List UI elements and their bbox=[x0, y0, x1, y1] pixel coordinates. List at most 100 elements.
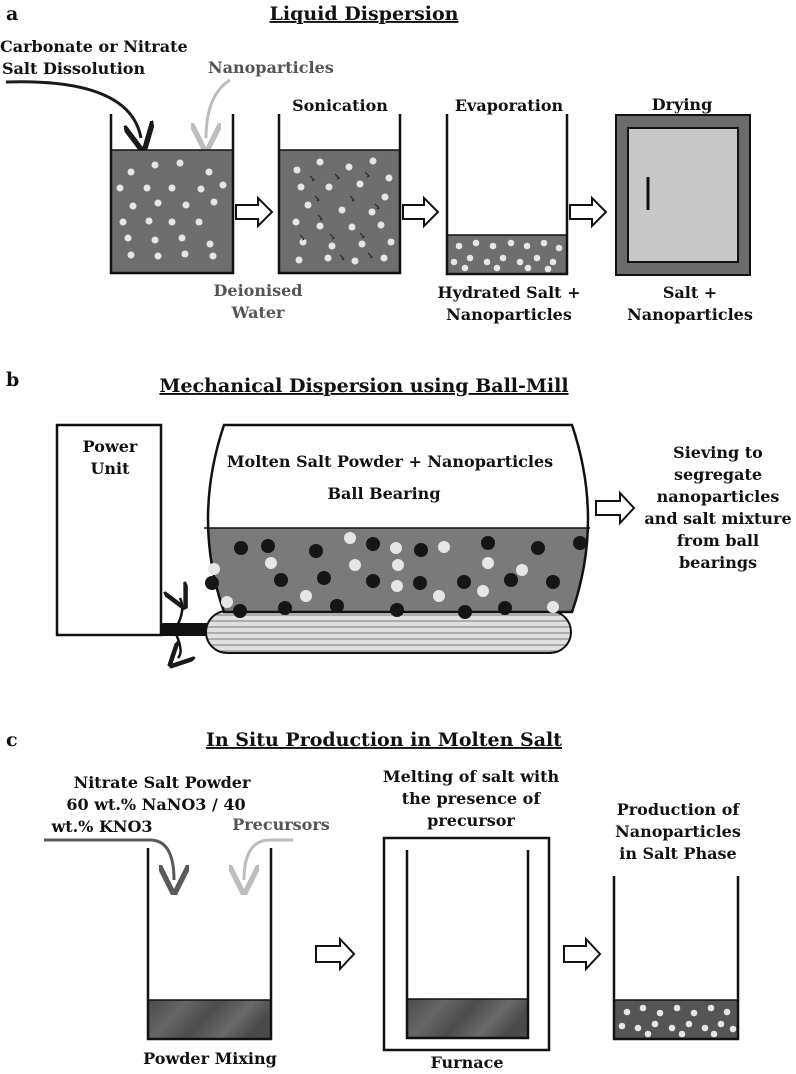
step-sonication-label: Sonication bbox=[292, 96, 388, 115]
vibration-mark bbox=[299, 234, 305, 241]
melting-label-line1: Melting of salt with bbox=[383, 767, 560, 786]
input-salt-label-line1: Carbonate or Nitrate bbox=[0, 37, 188, 56]
nanoparticle bbox=[729, 1025, 737, 1033]
vibration-mark bbox=[309, 175, 315, 182]
ball-bearing bbox=[234, 541, 248, 555]
nanoparticle bbox=[124, 234, 132, 242]
nanoparticle bbox=[685, 1020, 693, 1028]
nanoparticle bbox=[549, 258, 557, 266]
nanoparticle bbox=[351, 257, 359, 265]
nanoparticle bbox=[701, 1024, 709, 1032]
vibration-mark bbox=[314, 195, 320, 202]
nanoparticle bbox=[127, 168, 135, 176]
power-unit-box bbox=[55, 423, 163, 637]
mill-roller-base bbox=[205, 610, 572, 654]
panel-a-title: Liquid Dispersion bbox=[270, 3, 459, 25]
process-arrow bbox=[315, 936, 356, 972]
nanoparticle bbox=[338, 206, 346, 214]
ball-bearing bbox=[317, 571, 331, 585]
nanoparticle bbox=[651, 1020, 659, 1028]
nanoparticle bbox=[533, 254, 541, 262]
panel-b: b Mechanical Dispersion using Ball-Mill … bbox=[6, 369, 792, 658]
nanoparticle bbox=[710, 1030, 718, 1038]
ball-bearing bbox=[546, 575, 560, 589]
ball-bearing bbox=[414, 543, 428, 557]
nanoparticle bbox=[547, 601, 559, 613]
ball-bearing bbox=[573, 536, 587, 550]
ball-mill-drum bbox=[204, 423, 590, 619]
nanoparticle bbox=[673, 1004, 681, 1012]
nanoparticle bbox=[325, 183, 333, 191]
drive-shaft bbox=[161, 623, 209, 636]
nanoparticle bbox=[129, 202, 137, 210]
sieving-line2: segregate bbox=[674, 465, 762, 484]
input-salt-label-line2: Salt Dissolution bbox=[2, 59, 145, 78]
nanoparticle bbox=[356, 180, 364, 188]
nanoparticle bbox=[299, 238, 307, 246]
nanoparticle bbox=[344, 532, 356, 544]
drum-label-line2: Ball Bearing bbox=[327, 484, 440, 503]
production-label-line3: in Salt Phase bbox=[619, 844, 736, 863]
panel-c-title: In Situ Production in Molten Salt bbox=[206, 729, 562, 751]
melting-label-line2: the presence of bbox=[402, 789, 542, 808]
ball-bearing bbox=[457, 575, 471, 589]
step-drying-label: Drying bbox=[652, 95, 713, 114]
nanoparticle bbox=[387, 238, 395, 246]
nanoparticle bbox=[368, 208, 376, 216]
vibration-mark bbox=[359, 232, 365, 239]
nanoparticle bbox=[119, 218, 127, 226]
sieving-line6: bearings bbox=[679, 553, 757, 572]
nanoparticle bbox=[555, 244, 563, 252]
nanoparticle bbox=[455, 242, 463, 250]
ball-bearing bbox=[330, 599, 344, 613]
nanoparticle bbox=[385, 174, 393, 182]
nanoparticle bbox=[197, 185, 205, 193]
nanoparticle bbox=[678, 1030, 686, 1038]
beaker-evaporation bbox=[445, 114, 569, 276]
nanoparticle bbox=[349, 559, 361, 571]
nanoparticle bbox=[489, 242, 497, 250]
nanoparticle bbox=[151, 161, 159, 169]
process-arrow bbox=[563, 936, 602, 972]
drying-oven bbox=[615, 114, 751, 276]
nanoparticle bbox=[348, 223, 356, 231]
input-salt-label-line2: 60 wt.% NaNO3 / 40 bbox=[66, 795, 245, 814]
nanoparticle bbox=[209, 252, 217, 260]
ball-bearing bbox=[274, 573, 288, 587]
nanoparticle bbox=[300, 590, 312, 602]
panel-c-letter: c bbox=[6, 729, 18, 751]
nanoparticle bbox=[168, 184, 176, 192]
panel-b-letter: b bbox=[6, 369, 19, 391]
precursor-input-arrow bbox=[244, 838, 293, 880]
ball-bearing bbox=[458, 605, 472, 619]
production-label-line1: Production of bbox=[617, 800, 741, 819]
melting-label-line3: precursor bbox=[427, 811, 515, 830]
nanoparticle bbox=[143, 184, 151, 192]
ball-bearing bbox=[278, 601, 292, 615]
process-arrow bbox=[569, 195, 608, 229]
ball-bearings-and-nanoparticles bbox=[205, 532, 587, 619]
nanoparticle bbox=[690, 1009, 698, 1017]
nanoparticle bbox=[499, 254, 507, 262]
ball-bearing bbox=[261, 539, 275, 553]
hydrated-label-line2: Nanoparticles bbox=[446, 305, 572, 324]
nanoparticle bbox=[195, 218, 203, 226]
nanoparticle bbox=[523, 242, 531, 250]
nanoparticle bbox=[168, 218, 176, 226]
sieving-line3: nanoparticles bbox=[657, 487, 780, 506]
ball-bearing bbox=[504, 573, 518, 587]
beaker-melting bbox=[405, 850, 530, 1040]
rotation-arrow-top bbox=[176, 598, 182, 629]
nanoparticle bbox=[316, 222, 324, 230]
drum-label-line1: Molten Salt Powder + Nanoparticles bbox=[227, 452, 553, 471]
salt-label-line2: Nanoparticles bbox=[627, 305, 753, 324]
panel-b-title: Mechanical Dispersion using Ball-Mill bbox=[159, 375, 568, 397]
nanoparticle bbox=[717, 1020, 725, 1028]
input-salt-label-line1: Nitrate Salt Powder bbox=[74, 773, 251, 792]
nanoparticle bbox=[381, 193, 389, 201]
power-unit-label-line2: Unit bbox=[90, 459, 130, 478]
nano-input-arrow bbox=[206, 78, 231, 138]
nanoparticle bbox=[634, 1024, 642, 1032]
furnace-label: Furnace bbox=[430, 1053, 503, 1072]
vibration-mark bbox=[349, 195, 355, 202]
